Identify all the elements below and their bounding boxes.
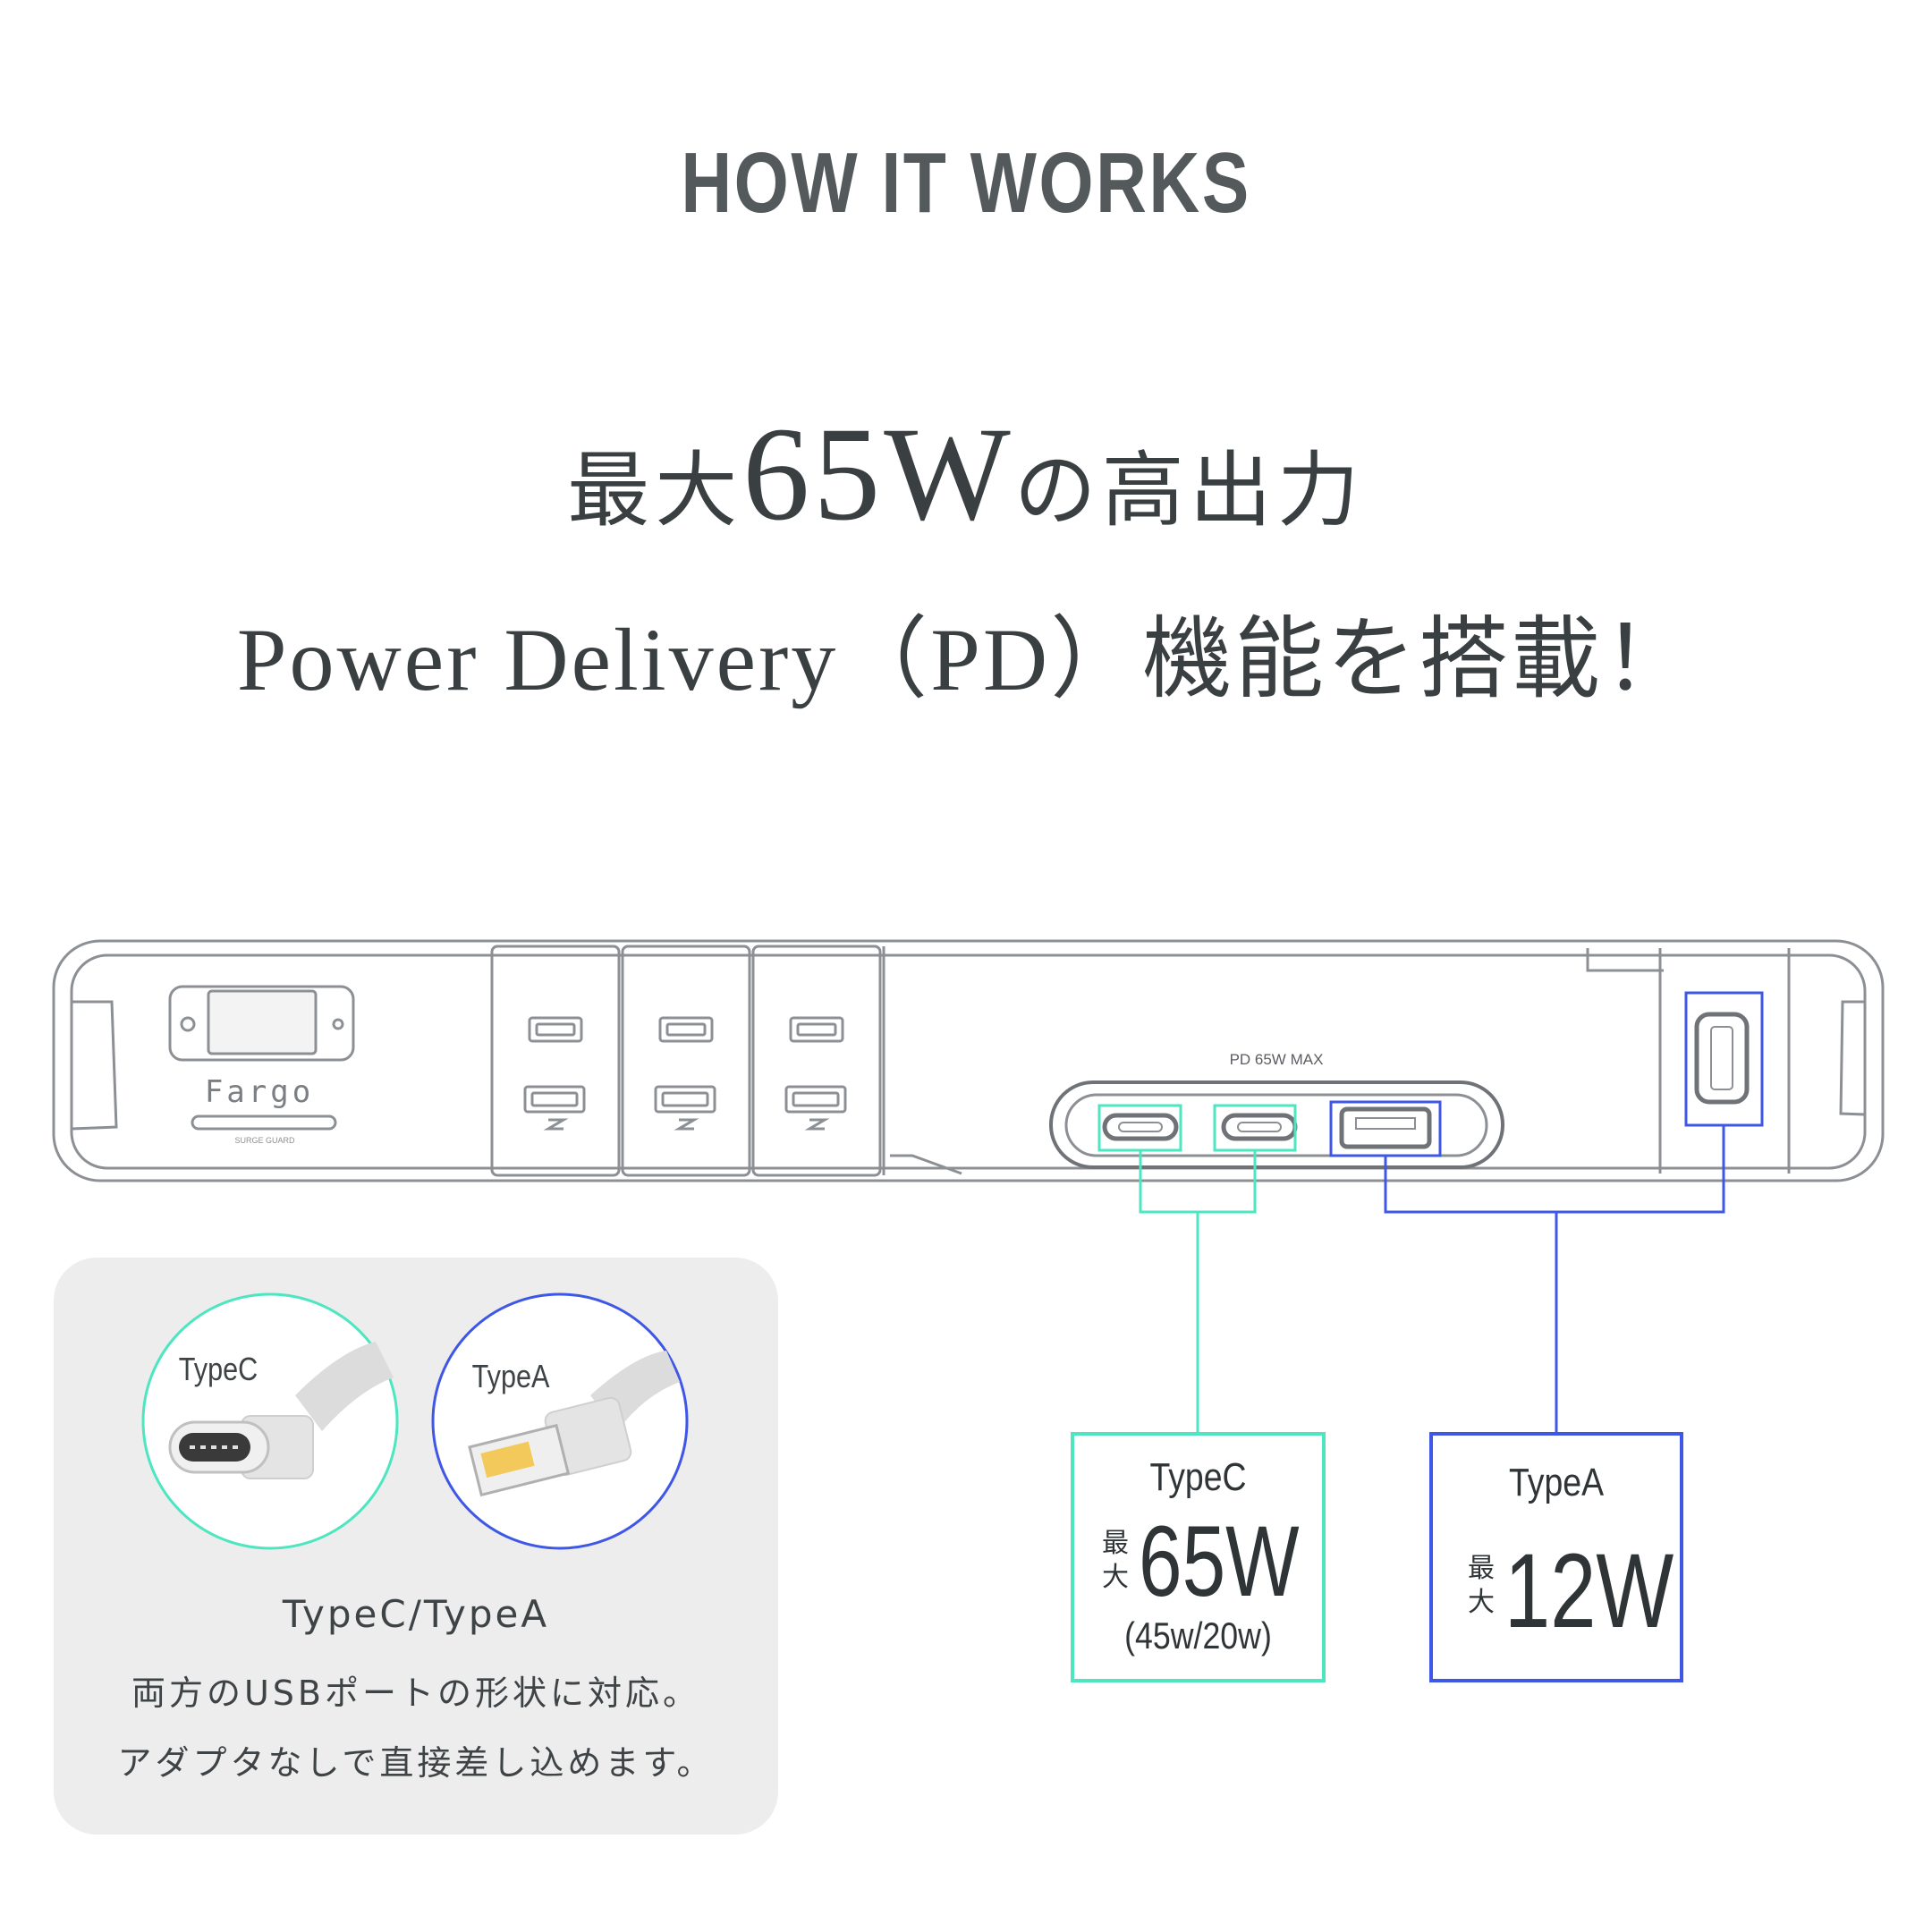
typea-watt: 12W	[1504, 1532, 1674, 1650]
headline-power: 最大65Wの高出力	[0, 394, 1932, 555]
headline-pd: Power Delivery（PD）機能を搭載！	[236, 610, 1696, 709]
headline-suffix: の高出力	[1013, 443, 1365, 538]
outlet-module-1	[490, 945, 621, 1177]
power-switch-rocker	[207, 989, 318, 1055]
strip-body	[52, 939, 1885, 1182]
outlet-module-3	[751, 945, 882, 1177]
panel-description-1: 両方のUSBポートの形状に対応。	[131, 1674, 700, 1713]
typea-spec-name: TypeA	[1508, 1461, 1605, 1504]
headline-value: 65W	[742, 400, 1014, 548]
left-end-cap	[71, 1000, 118, 1131]
usb-c-port-1	[1102, 1113, 1179, 1141]
typec-spec-name: TypeC	[1149, 1455, 1247, 1499]
power-switch-housing	[168, 985, 355, 1062]
typea-circle	[431, 1292, 689, 1550]
typea-spec-box: TypeA 最大 12W	[1429, 1432, 1683, 1682]
usb-module-label: PD 65W MAX	[1230, 1051, 1324, 1068]
typec-connector-line	[1139, 1150, 1257, 1432]
brand-subtitle: SURGE GUARD	[234, 1136, 295, 1145]
typec-circle	[141, 1292, 399, 1550]
section-heading: HOW IT WORKS	[681, 135, 1251, 231]
usb-a-port-1	[1339, 1106, 1432, 1149]
typec-max-label: 最大	[1102, 1528, 1129, 1593]
typec-circle-label: TypeC	[178, 1351, 258, 1387]
typec-watt: 65W	[1139, 1505, 1300, 1617]
typea-circle-label: TypeA	[471, 1358, 550, 1394]
strip-inner	[70, 953, 1867, 1170]
outlet-module-2	[621, 945, 751, 1177]
typec-watt-breakdown: (45w/20w)	[1124, 1614, 1272, 1657]
headline-prefix: 最大	[567, 443, 743, 538]
panel-description-2: アダプタなしで直接差し込めます。	[117, 1743, 715, 1783]
right-end-cap	[1839, 1000, 1866, 1116]
typec-spec-box: TypeC 最大 65W (45w/20w)	[1071, 1432, 1326, 1682]
typea-connector-line	[1384, 1125, 1725, 1432]
typea-max-label: 最大	[1468, 1553, 1495, 1618]
usb-module	[1049, 1080, 1504, 1169]
outlet-slots	[523, 1016, 847, 1131]
usb-a-port-2	[1694, 1012, 1750, 1105]
surge-guard-bar	[191, 1114, 337, 1131]
brand-logo: Fargo	[205, 1074, 314, 1110]
panel-title: TypeC/TypeA	[282, 1592, 550, 1636]
